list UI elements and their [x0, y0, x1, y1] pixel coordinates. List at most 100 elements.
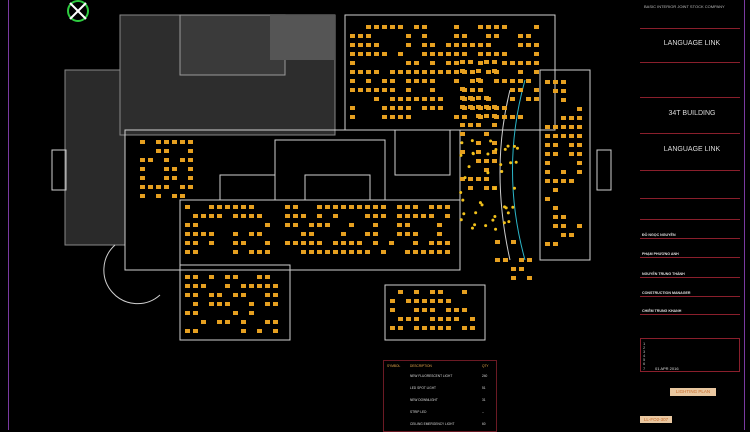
desk	[217, 302, 222, 306]
client-name: LANGUAGE LINK	[663, 40, 721, 47]
desk	[180, 185, 185, 189]
desk	[341, 205, 346, 209]
desk	[438, 317, 443, 321]
desk	[577, 134, 582, 138]
desk	[462, 326, 467, 330]
desk	[398, 326, 403, 330]
north-arrow-icon	[67, 0, 89, 22]
desk	[349, 241, 354, 245]
desk	[365, 205, 370, 209]
desk	[561, 170, 566, 174]
desk	[188, 149, 193, 153]
light-fixture	[500, 170, 504, 174]
desk	[569, 143, 574, 147]
desk	[534, 97, 539, 101]
desk	[492, 123, 497, 127]
desk	[484, 114, 489, 118]
desk	[502, 25, 507, 29]
desk	[233, 205, 238, 209]
desk	[148, 185, 153, 189]
desk	[390, 326, 395, 330]
desk	[390, 79, 395, 83]
desk	[309, 250, 314, 254]
light-fixture	[509, 161, 513, 165]
desk	[358, 70, 363, 74]
desk	[430, 70, 435, 74]
desk	[569, 134, 574, 138]
desk	[265, 241, 270, 245]
desk	[527, 258, 532, 262]
light-fixture	[494, 148, 498, 152]
desk	[422, 106, 427, 110]
desk	[156, 194, 161, 198]
desk	[341, 232, 346, 236]
desk	[446, 326, 451, 330]
desk	[476, 114, 481, 118]
desk	[341, 250, 346, 254]
desk	[545, 143, 550, 147]
desk	[413, 205, 418, 209]
desk	[349, 250, 354, 254]
desk	[249, 214, 254, 218]
desk	[366, 34, 371, 38]
desk	[193, 250, 198, 254]
desk	[357, 205, 362, 209]
desk	[484, 168, 489, 172]
desk	[430, 290, 435, 294]
desk	[317, 250, 322, 254]
desk	[484, 132, 489, 136]
desk	[438, 290, 443, 294]
desk	[217, 293, 222, 297]
desk	[446, 61, 451, 65]
desk	[429, 241, 434, 245]
desk	[484, 177, 489, 181]
light-fixture	[460, 141, 464, 145]
desk	[545, 125, 550, 129]
desk	[468, 123, 473, 127]
desk	[438, 70, 443, 74]
desk	[561, 98, 566, 102]
desk	[382, 52, 387, 56]
desk	[437, 205, 442, 209]
desk	[553, 152, 558, 156]
desk	[510, 115, 515, 119]
desk	[265, 223, 270, 227]
desk	[430, 52, 435, 56]
desk	[414, 308, 419, 312]
desk	[478, 61, 483, 65]
desk	[374, 97, 379, 101]
desk	[438, 326, 443, 330]
desk	[301, 250, 306, 254]
desk	[365, 250, 370, 254]
desk	[201, 232, 206, 236]
desk	[502, 61, 507, 65]
desk	[484, 186, 489, 190]
light-fixture	[493, 186, 497, 190]
desk	[366, 70, 371, 74]
desk	[422, 299, 427, 303]
desk	[257, 275, 262, 279]
desk	[193, 329, 198, 333]
desk	[249, 284, 254, 288]
desk	[185, 250, 190, 254]
desk	[454, 308, 459, 312]
desk	[561, 125, 566, 129]
desk	[492, 141, 497, 145]
desk	[470, 70, 475, 74]
desk	[468, 96, 473, 100]
desk	[438, 97, 443, 101]
desk	[164, 176, 169, 180]
desk	[430, 308, 435, 312]
desk	[553, 134, 558, 138]
desk	[414, 61, 419, 65]
desk	[225, 302, 230, 306]
desk	[193, 311, 198, 315]
desk	[233, 250, 238, 254]
desk	[225, 284, 230, 288]
desk	[519, 267, 524, 271]
desk	[561, 179, 566, 183]
desk	[406, 61, 411, 65]
desk	[374, 25, 379, 29]
desk	[526, 97, 531, 101]
desk	[454, 115, 459, 119]
